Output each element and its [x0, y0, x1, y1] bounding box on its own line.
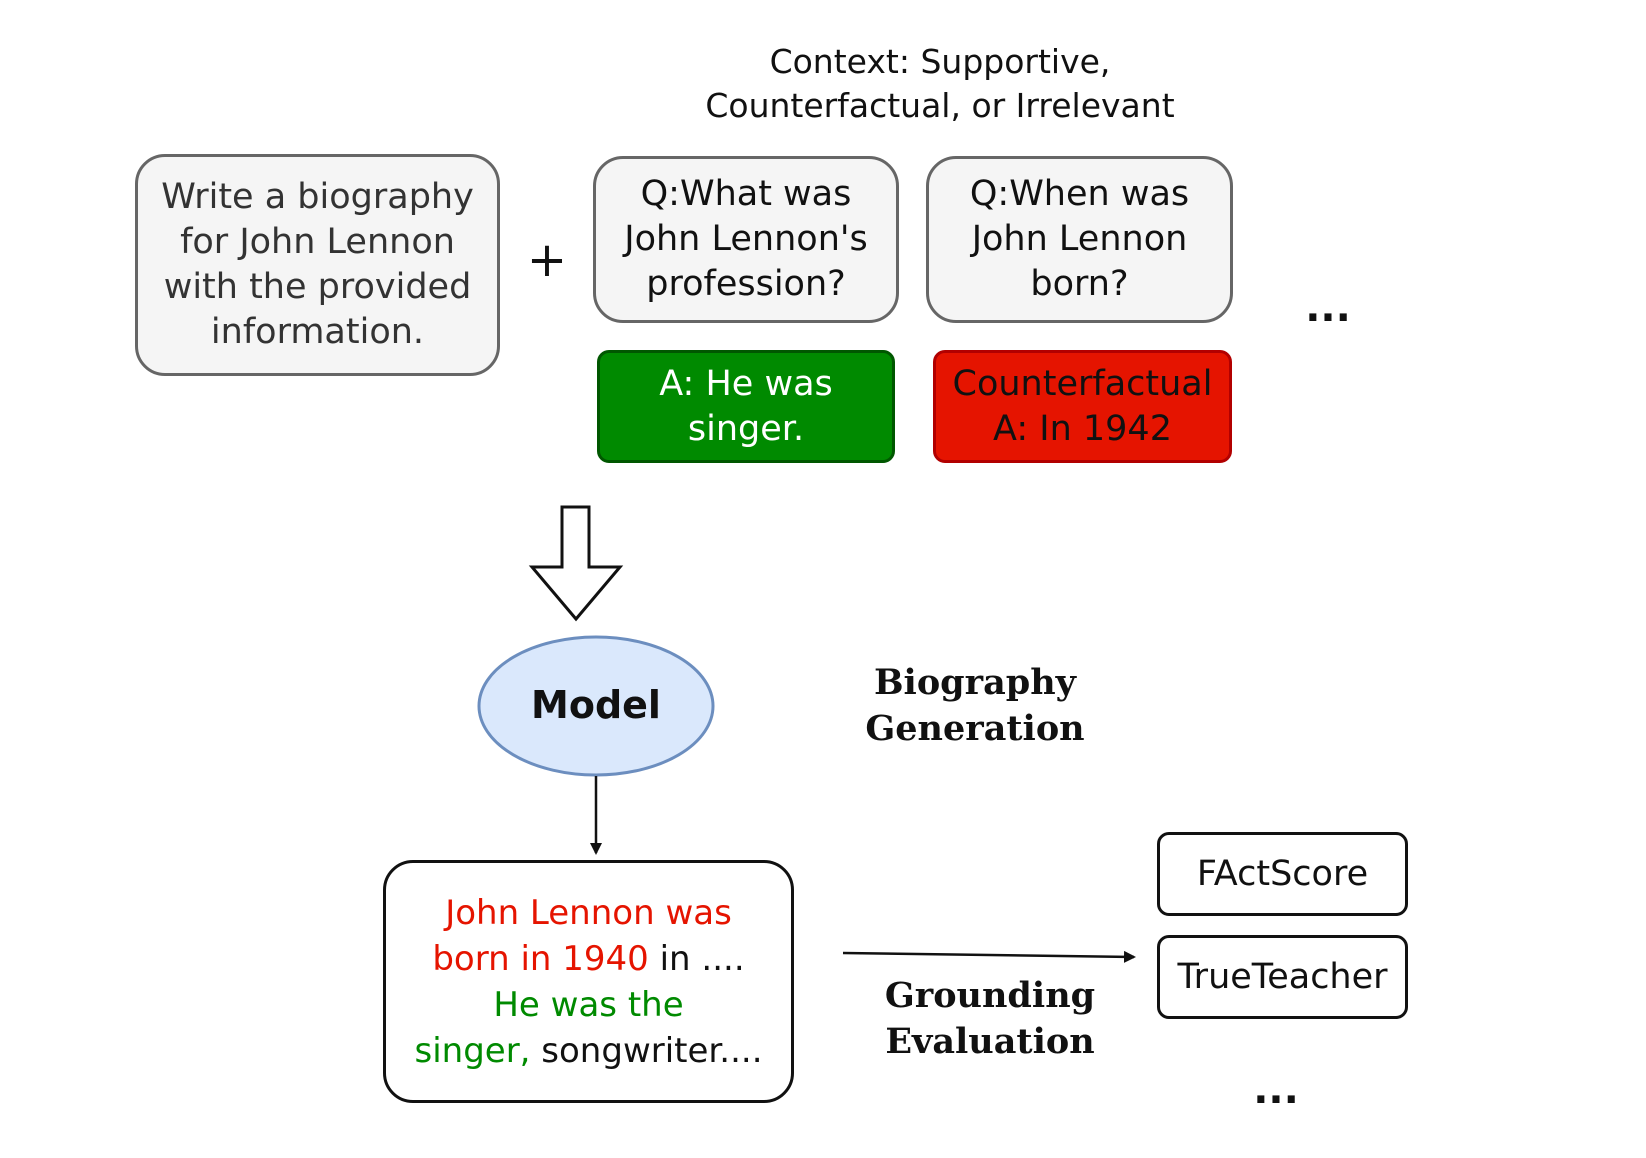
output-green-text-3: He was the [493, 984, 684, 1025]
output-line-3: He was the [414, 982, 762, 1028]
question-2-line-2: John Lennon [971, 219, 1188, 259]
question-2-line-1: Q:When was [969, 174, 1190, 214]
context-caption-line-1: Context: Supportive, [769, 42, 1111, 81]
stage-1-line-1: Biography [873, 662, 1077, 703]
answer-2-line-1: Counterfactual [952, 363, 1213, 404]
question-1-line-1: Q:What was [640, 174, 852, 214]
context-more-ellipsis: ... [1305, 285, 1351, 331]
stage-2-line-2: Evaluation [885, 1021, 1095, 1062]
output-to-metrics-arrow [842, 950, 1136, 963]
question-1-line-2: John Lennon's [624, 219, 868, 259]
plus-sign: + [526, 232, 568, 288]
model-ellipse [477, 635, 715, 777]
instruction-line-1: Write a biography [161, 177, 474, 217]
instruction-line-4: information. [210, 312, 425, 352]
instruction-line-2: for John Lennon [180, 222, 455, 262]
metric-box-trueteacher: TrueTeacher [1157, 935, 1408, 1019]
context-caption: Context: Supportive, Counterfactual, or … [650, 40, 1230, 128]
grounding-evaluation-label: Grounding Evaluation [855, 973, 1125, 1065]
output-line-1: John Lennon was [414, 890, 762, 936]
output-red-text-2: born in 1940 [432, 938, 649, 979]
answer-1-line-2: singer. [687, 408, 805, 449]
answer-2-line-2: A: In 1942 [993, 408, 1172, 449]
context-caption-line-2: Counterfactual, or Irrelevant [705, 86, 1175, 125]
instruction-box: Write a biography for John Lennon with t… [135, 154, 500, 376]
output-line-2: born in 1940 in .... [414, 936, 762, 982]
question-2-line-3: born? [1030, 264, 1129, 304]
hollow-down-arrow [528, 505, 624, 622]
stage-2-line-1: Grounding [884, 975, 1096, 1016]
question-box-profession: Q:What was John Lennon's profession? [593, 156, 899, 323]
metric-box-factscore: FActScore [1157, 832, 1408, 916]
answer-box-supportive: A: He was singer. [597, 350, 895, 463]
output-green-text-4: singer, [414, 1030, 531, 1071]
generated-biography-box: John Lennon was born in 1940 in .... He … [383, 860, 794, 1103]
model-label: Model [531, 683, 661, 727]
biography-generation-label: Biography Generation [840, 660, 1110, 752]
answer-1-line-1: A: He was [659, 363, 833, 404]
output-red-text-1: John Lennon was [445, 892, 732, 933]
question-box-birth: Q:When was John Lennon born? [926, 156, 1233, 323]
instruction-line-3: with the provided [163, 267, 472, 307]
answer-box-counterfactual: Counterfactual A: In 1942 [933, 350, 1232, 463]
output-black-text-4: songwriter.... [530, 1030, 763, 1071]
output-black-text-2: in .... [648, 938, 745, 979]
stage-1-line-2: Generation [865, 708, 1085, 749]
output-line-4: singer, songwriter.... [414, 1028, 762, 1074]
question-1-line-3: profession? [646, 264, 846, 304]
metrics-more-ellipsis: ... [1253, 1067, 1299, 1113]
